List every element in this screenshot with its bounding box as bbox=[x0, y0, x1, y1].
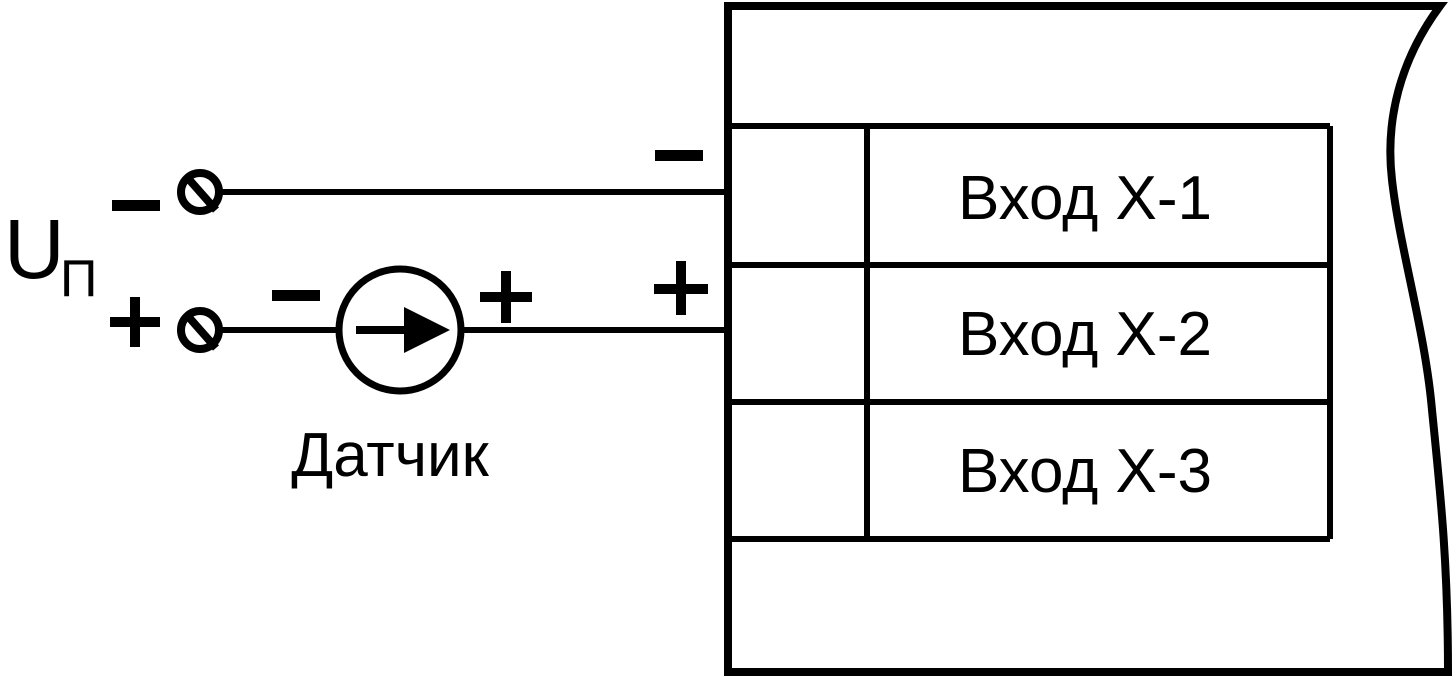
supply-voltage-label: U bbox=[4, 202, 65, 296]
input-label-x2: Вход Х-2 bbox=[958, 300, 1212, 369]
sensor-label: Датчик bbox=[291, 421, 489, 490]
input-label-x3: Вход Х-3 bbox=[958, 437, 1212, 506]
supply-minus-sign bbox=[112, 200, 160, 211]
terminal-screw-icon bbox=[177, 169, 223, 215]
sensor-minus-sign bbox=[272, 290, 320, 301]
input-label-x1: Вход Х-1 bbox=[958, 164, 1212, 233]
terminal-block bbox=[728, 123, 1333, 542]
terminal-screw-icon bbox=[177, 307, 223, 353]
device-body-outline bbox=[724, 1, 1453, 676]
device-terminal-minus-sign bbox=[655, 150, 703, 161]
current-source-arrow-icon bbox=[335, 265, 465, 395]
supply-plus-sign bbox=[110, 297, 160, 347]
supply-voltage-subscript: П bbox=[60, 250, 97, 308]
device-terminal-plus-sign bbox=[654, 261, 708, 315]
sensor-plus-sign bbox=[480, 271, 532, 323]
